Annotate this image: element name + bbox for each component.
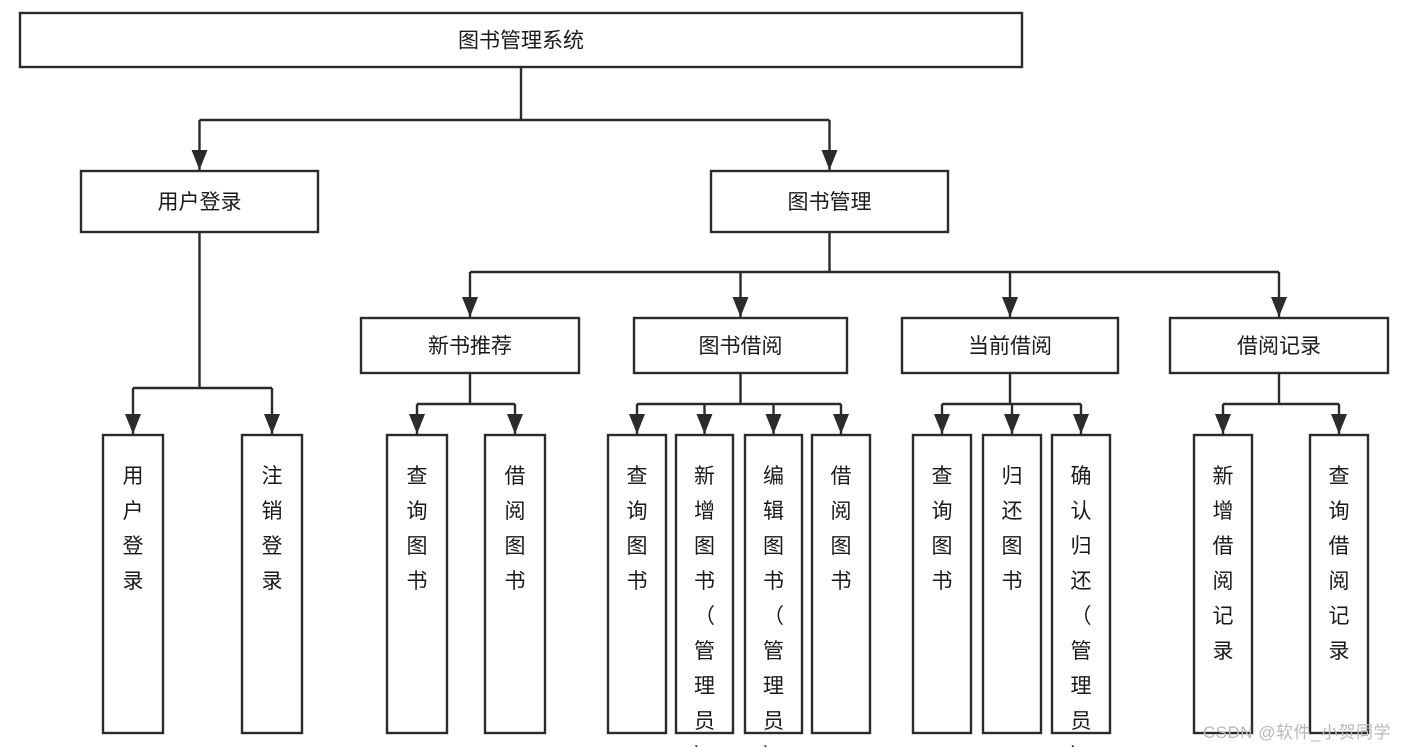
connector-arrowhead xyxy=(409,414,425,434)
node-label: 查询图书 xyxy=(932,465,953,593)
node-rect xyxy=(1050,433,1112,735)
node-rect xyxy=(743,433,804,735)
node-rect xyxy=(18,11,1024,69)
node-新增借阅记录[interactable]: 新增借阅记录 xyxy=(1192,433,1254,735)
node-label: 确认归还（管理员） xyxy=(1071,465,1092,747)
node-用户登录[interactable]: 用户登录 xyxy=(101,433,165,735)
node-查询图书[interactable]: 查询图书 xyxy=(606,433,668,735)
node-rect xyxy=(632,316,849,375)
node-rect xyxy=(900,316,1120,375)
node-label: 查询图书 xyxy=(407,465,428,593)
connector-arrowhead xyxy=(125,414,141,434)
connector-arrowhead xyxy=(1215,414,1231,434)
node-借阅图书[interactable]: 借阅图书 xyxy=(483,433,547,735)
node-label: 查询图书 xyxy=(627,465,648,593)
node-label: 查询借阅记录 xyxy=(1329,465,1350,663)
connector-arrowhead xyxy=(833,414,849,434)
node-新书推荐[interactable]: 新书推荐 xyxy=(359,316,581,375)
connector-arrowhead xyxy=(1331,414,1347,434)
connector-arrowhead xyxy=(696,414,713,434)
node-rect xyxy=(674,433,735,735)
node-查询图书[interactable]: 查询图书 xyxy=(385,433,449,735)
node-label: 借阅记录 xyxy=(1237,335,1321,358)
watermark-label: CSDN @软件_小贺同学 xyxy=(1202,723,1391,742)
node-rect xyxy=(1308,433,1370,735)
connector-arrowhead xyxy=(1004,414,1020,434)
node-rect xyxy=(810,433,872,735)
connector-arrowhead xyxy=(732,297,749,317)
node-label: 归还图书 xyxy=(1002,465,1023,593)
node-label: 编辑图书（管理员） xyxy=(763,465,784,747)
node-图书管理[interactable]: 图书管理 xyxy=(709,169,950,234)
node-rect xyxy=(606,433,668,735)
node-归还图书[interactable]: 归还图书 xyxy=(981,433,1043,735)
node-rect xyxy=(240,433,304,735)
node-label: 用户登录 xyxy=(158,191,242,214)
node-label: 图书管理 xyxy=(788,191,872,214)
node-rect xyxy=(483,433,547,735)
node-rect xyxy=(1192,433,1254,735)
node-rect xyxy=(981,433,1043,735)
node-label: 当前借阅 xyxy=(968,335,1052,358)
node-label: 新增借阅记录 xyxy=(1213,465,1234,663)
node-label: 注销登录 xyxy=(262,465,283,593)
connector-layer xyxy=(125,67,1347,434)
node-图书借阅[interactable]: 图书借阅 xyxy=(632,316,849,375)
node-label: 用户登录 xyxy=(123,465,144,593)
node-rect xyxy=(359,316,581,375)
node-layer: 图书管理系统用户登录图书管理用户登录注销登录新书推荐查询图书借阅图书图书借阅查询… xyxy=(18,11,1390,747)
node-rect xyxy=(101,433,165,735)
node-图书管理系统[interactable]: 图书管理系统 xyxy=(18,11,1024,69)
node-编辑图书管理员[interactable]: 编辑图书（管理员） xyxy=(743,433,804,747)
node-当前借阅[interactable]: 当前借阅 xyxy=(900,316,1120,375)
connector-arrowhead xyxy=(1271,297,1287,317)
connector-arrowhead xyxy=(191,150,208,170)
node-rect xyxy=(911,433,973,735)
connector-arrowhead xyxy=(629,414,645,434)
connector-arrowhead xyxy=(821,150,838,170)
node-查询图书[interactable]: 查询图书 xyxy=(911,433,973,735)
node-label: 图书借阅 xyxy=(699,335,783,358)
node-注销登录[interactable]: 注销登录 xyxy=(240,433,304,735)
node-确认归还管理员[interactable]: 确认归还（管理员） xyxy=(1050,433,1112,747)
node-label: 新书推荐 xyxy=(428,335,512,358)
connector-arrowhead xyxy=(1073,414,1089,434)
node-用户登录[interactable]: 用户登录 xyxy=(79,169,320,234)
node-label: 新增图书（管理员） xyxy=(694,465,715,747)
node-label: 借阅图书 xyxy=(831,465,852,593)
connector-arrowhead xyxy=(462,297,478,317)
node-借阅图书[interactable]: 借阅图书 xyxy=(810,433,872,735)
node-新增图书管理员[interactable]: 新增图书（管理员） xyxy=(674,433,735,747)
node-rect xyxy=(385,433,449,735)
connector-arrowhead xyxy=(507,414,523,434)
node-rect xyxy=(79,169,320,234)
node-rect xyxy=(1168,316,1390,375)
node-rect xyxy=(709,169,950,234)
connector-arrowhead xyxy=(765,414,782,434)
node-label: 借阅图书 xyxy=(505,465,526,593)
connector-arrowhead xyxy=(934,414,950,434)
connector-arrowhead xyxy=(1002,297,1018,317)
node-label: 图书管理系统 xyxy=(458,30,584,53)
node-借阅记录[interactable]: 借阅记录 xyxy=(1168,316,1390,375)
node-查询借阅记录[interactable]: 查询借阅记录 xyxy=(1308,433,1370,735)
connector-arrowhead xyxy=(264,414,280,434)
